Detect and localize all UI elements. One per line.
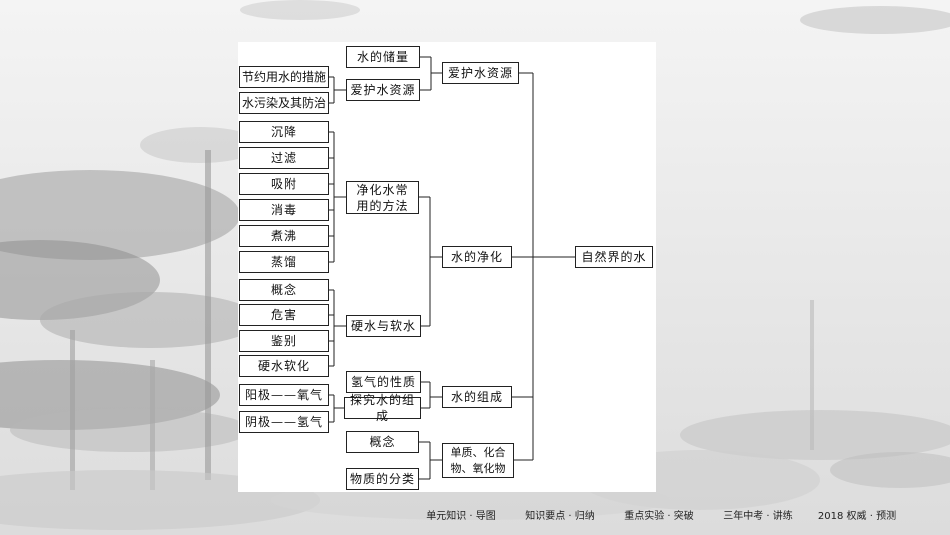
footer-nav-unit-map[interactable]: 单元知识 · 导图 (426, 511, 496, 522)
footer-nav-experiments[interactable]: 重点实验 · 突破 (624, 511, 694, 522)
node-cathode-hydrogen[interactable]: 阴极——氢气 (239, 411, 329, 433)
node-settling[interactable]: 沉降 (239, 121, 329, 143)
node-water-reserve[interactable]: 水的储量 (346, 46, 420, 68)
footer-nav-knowledge[interactable]: 知识要点 · 归纳 (525, 511, 595, 522)
node-hardwater-identify[interactable]: 鉴别 (239, 330, 329, 352)
node-hardwater-harm[interactable]: 危害 (239, 304, 329, 326)
node-boiling[interactable]: 煮沸 (239, 225, 329, 247)
root-node[interactable]: 自然界的水 (575, 246, 653, 268)
node-water-pollution[interactable]: 水污染及其防治 (239, 92, 329, 114)
node-protect-water[interactable]: 爱护水资源 (442, 62, 519, 84)
node-hard-soft-water[interactable]: 硬水与软水 (346, 315, 421, 337)
node-hardwater-softening[interactable]: 硬水软化 (239, 355, 329, 377)
node-filtration[interactable]: 过滤 (239, 147, 329, 169)
node-hydrogen-properties[interactable]: 氢气的性质 (346, 371, 421, 393)
node-explore-composition[interactable]: 探究水的组成 (344, 393, 421, 423)
node-purify-methods[interactable]: 净化水常用的方法 (346, 181, 419, 214)
node-concept[interactable]: 概念 (346, 431, 419, 453)
node-adsorption[interactable]: 吸附 (239, 173, 329, 195)
node-disinfection[interactable]: 消毒 (239, 199, 329, 221)
node-water-saving[interactable]: 节约用水的措施 (239, 66, 329, 88)
node-anode-oxygen[interactable]: 阳极——氧气 (239, 384, 329, 406)
node-water-composition[interactable]: 水的组成 (442, 386, 512, 408)
node-water-purification[interactable]: 水的净化 (442, 246, 512, 268)
footer-nav-forecast[interactable]: 2018 权威 · 预测 (817, 511, 897, 522)
footer-nav-exams[interactable]: 三年中考 · 讲练 (723, 511, 793, 522)
node-hardwater-concept[interactable]: 概念 (239, 279, 329, 301)
node-protect-water-sub[interactable]: 爱护水资源 (346, 79, 420, 101)
node-classification[interactable]: 单质、化合物、氧化物 (442, 443, 514, 478)
node-distillation[interactable]: 蒸馏 (239, 251, 329, 273)
node-matter-classification[interactable]: 物质的分类 (346, 468, 419, 490)
